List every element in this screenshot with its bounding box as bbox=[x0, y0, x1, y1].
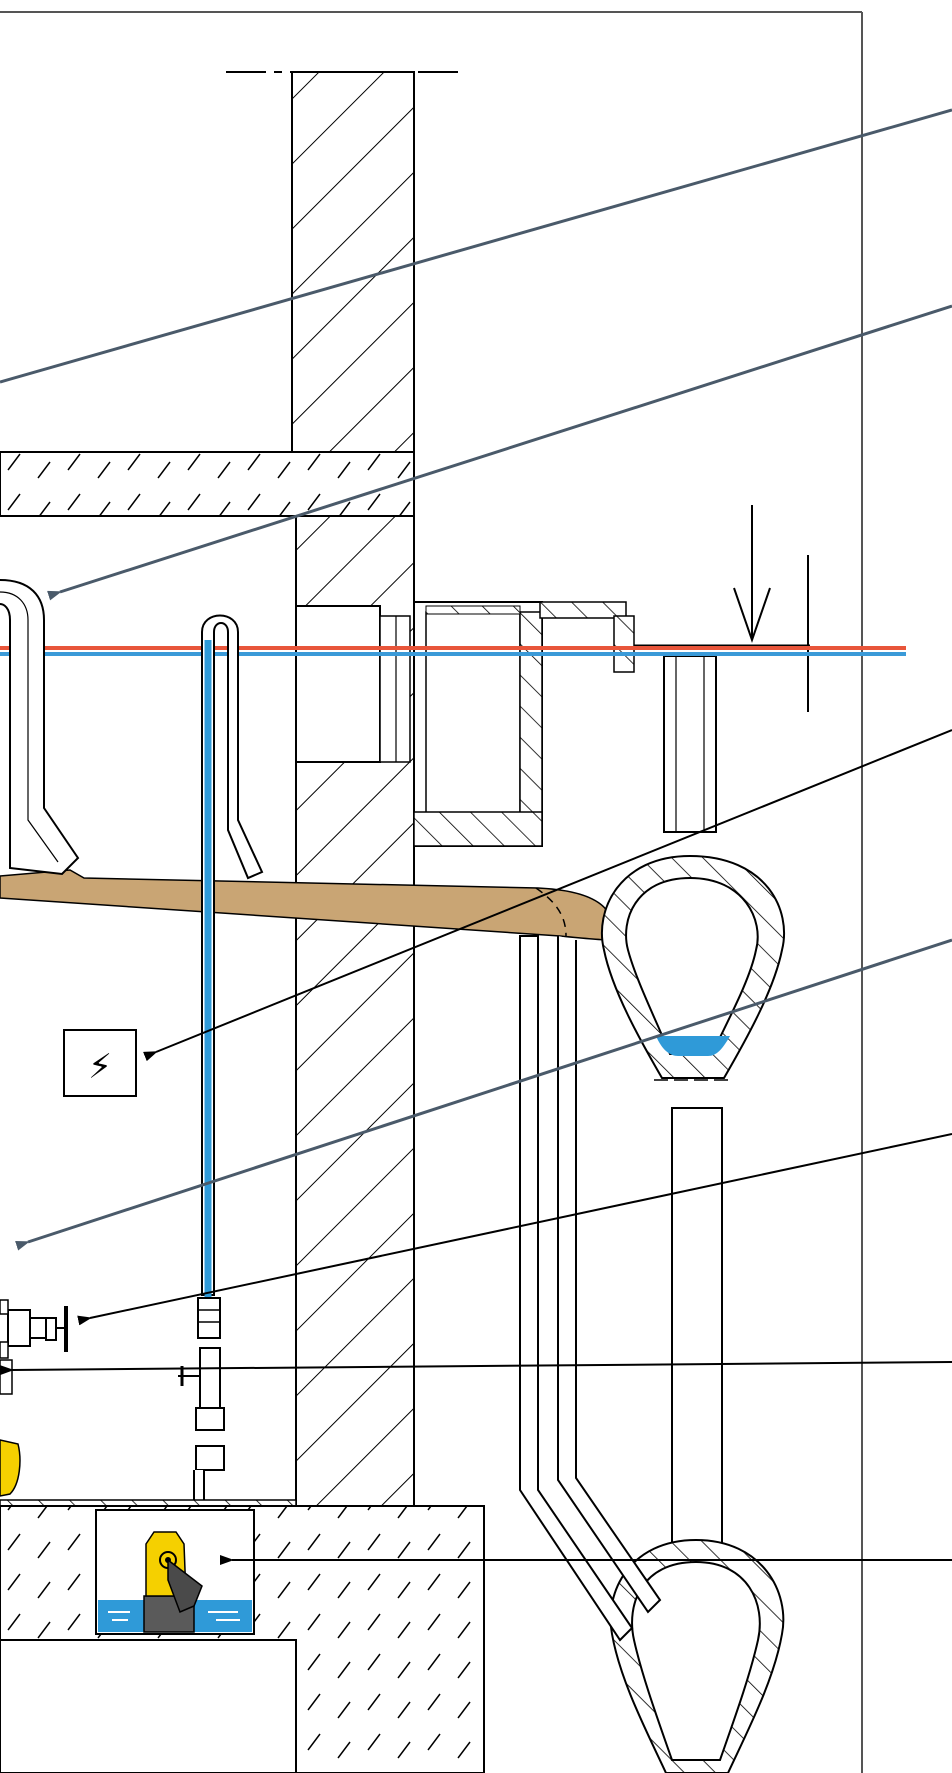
house-connection-pipe bbox=[519, 887, 662, 1642]
floor-slab bbox=[0, 1499, 485, 1773]
callout-leader-1 bbox=[0, 108, 952, 384]
submersible-pump-icon bbox=[143, 1531, 203, 1633]
sewer-canal-upper bbox=[600, 854, 786, 1081]
wall-passage bbox=[379, 601, 543, 847]
canal-connector-pipe bbox=[671, 1107, 723, 1563]
callout-leader-3 bbox=[143, 729, 952, 1062]
electrical-symbol: ⚡ bbox=[88, 1047, 112, 1087]
callout-leader-5 bbox=[77, 1133, 952, 1326]
pressure-pipe bbox=[201, 614, 264, 1300]
backflow-loop-pipe-left bbox=[0, 579, 80, 876]
callout-leader-4 bbox=[15, 938, 952, 1251]
drawing-frame bbox=[0, 11, 863, 1773]
electrical-connection-icon: ⚡ bbox=[63, 1029, 137, 1097]
callout-leader-6 bbox=[0, 1361, 952, 1376]
callout-leader-2 bbox=[47, 304, 952, 601]
upper-wall bbox=[226, 71, 462, 453]
callout-leaders bbox=[0, 108, 952, 1565]
level-arrow-icon bbox=[733, 505, 771, 644]
gate-valve-icon bbox=[0, 1299, 68, 1359]
street-inspection-chamber bbox=[539, 555, 810, 833]
check-valve-icon bbox=[175, 1297, 225, 1567]
lifting-unit bbox=[0, 1359, 21, 1497]
backflow-level-line bbox=[0, 646, 906, 656]
ceiling-slab bbox=[0, 451, 415, 517]
